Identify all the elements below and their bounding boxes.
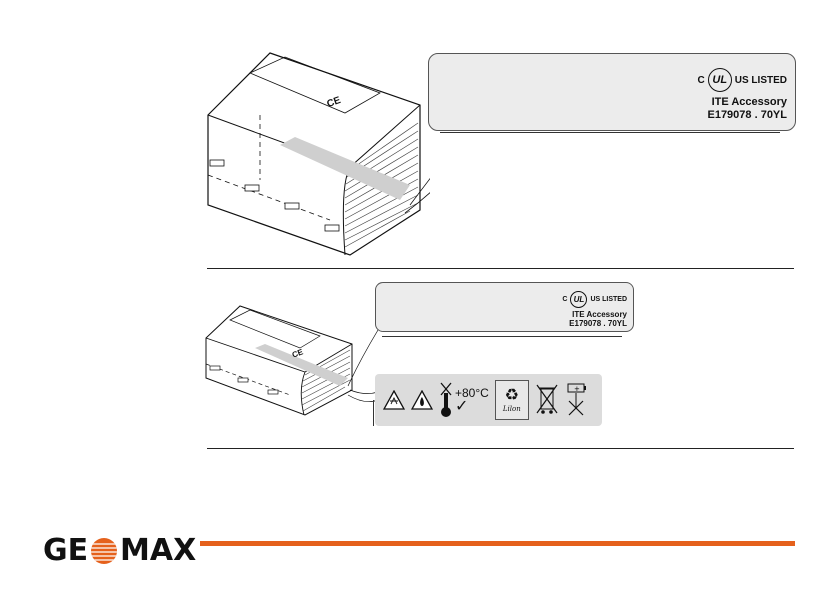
thermometer-icon: [439, 381, 453, 419]
crossed-bin-icon: [535, 381, 559, 419]
ul-certification-small: C UL US LISTED ITE Accessory E179078 . 7…: [487, 291, 627, 328]
battery-large-illustration: [200, 45, 430, 260]
svg-text:+: +: [574, 385, 580, 393]
ul-c-mark: C: [698, 75, 705, 86]
geomax-logo: GE MAX: [43, 533, 193, 569]
warning-fire-icon: [411, 390, 433, 410]
label-large-underline: [440, 132, 780, 133]
ul-listed-text: US LISTED: [735, 75, 787, 86]
label-small-underline: [382, 336, 622, 337]
logo-text-left: GE: [43, 533, 88, 568]
ul-accessory-text-small: ITE Accessory: [487, 310, 627, 319]
checkmark-icon: ✓: [455, 400, 468, 414]
ul-listed-text-small: US LISTED: [590, 296, 627, 303]
chemistry-text: Lilon: [503, 405, 521, 413]
warning-explosion-icon: [383, 390, 405, 410]
recycle-icon: ♻: [505, 387, 519, 405]
logo-globe-icon: [90, 537, 118, 565]
logo-text-right: MAX: [120, 533, 196, 568]
ul-certification-large: C UL US LISTED ITE Accessory E179078 . 7…: [587, 68, 787, 121]
battery-no-short-icon: +: [565, 381, 587, 419]
ul-accessory-text: ITE Accessory: [587, 96, 787, 109]
strip-left-tick: [373, 400, 374, 426]
divider-bottom: [207, 448, 794, 449]
divider-top: [207, 268, 794, 269]
ul-logo-icon: UL: [708, 68, 732, 92]
footer-accent-bar: [200, 541, 795, 546]
ul-label-small: C UL US LISTED ITE Accessory E179078 . 7…: [375, 282, 634, 332]
ul-c-mark-small: C: [562, 296, 567, 303]
ul-label-large: C UL US LISTED ITE Accessory E179078 . 7…: [428, 53, 796, 131]
battery-small-illustration: [200, 300, 380, 420]
recycling-box: ♻ Lilon: [495, 380, 529, 420]
warning-symbols-strip: +80°C ✓ ♻ Lilon +: [375, 374, 602, 426]
ul-code-text: E179078 . 70YL: [587, 109, 787, 122]
temperature-limit: +80°C ✓: [439, 381, 489, 419]
ul-code-text-small: E179078 . 70YL: [487, 319, 627, 328]
ul-logo-small-icon: UL: [570, 291, 587, 308]
